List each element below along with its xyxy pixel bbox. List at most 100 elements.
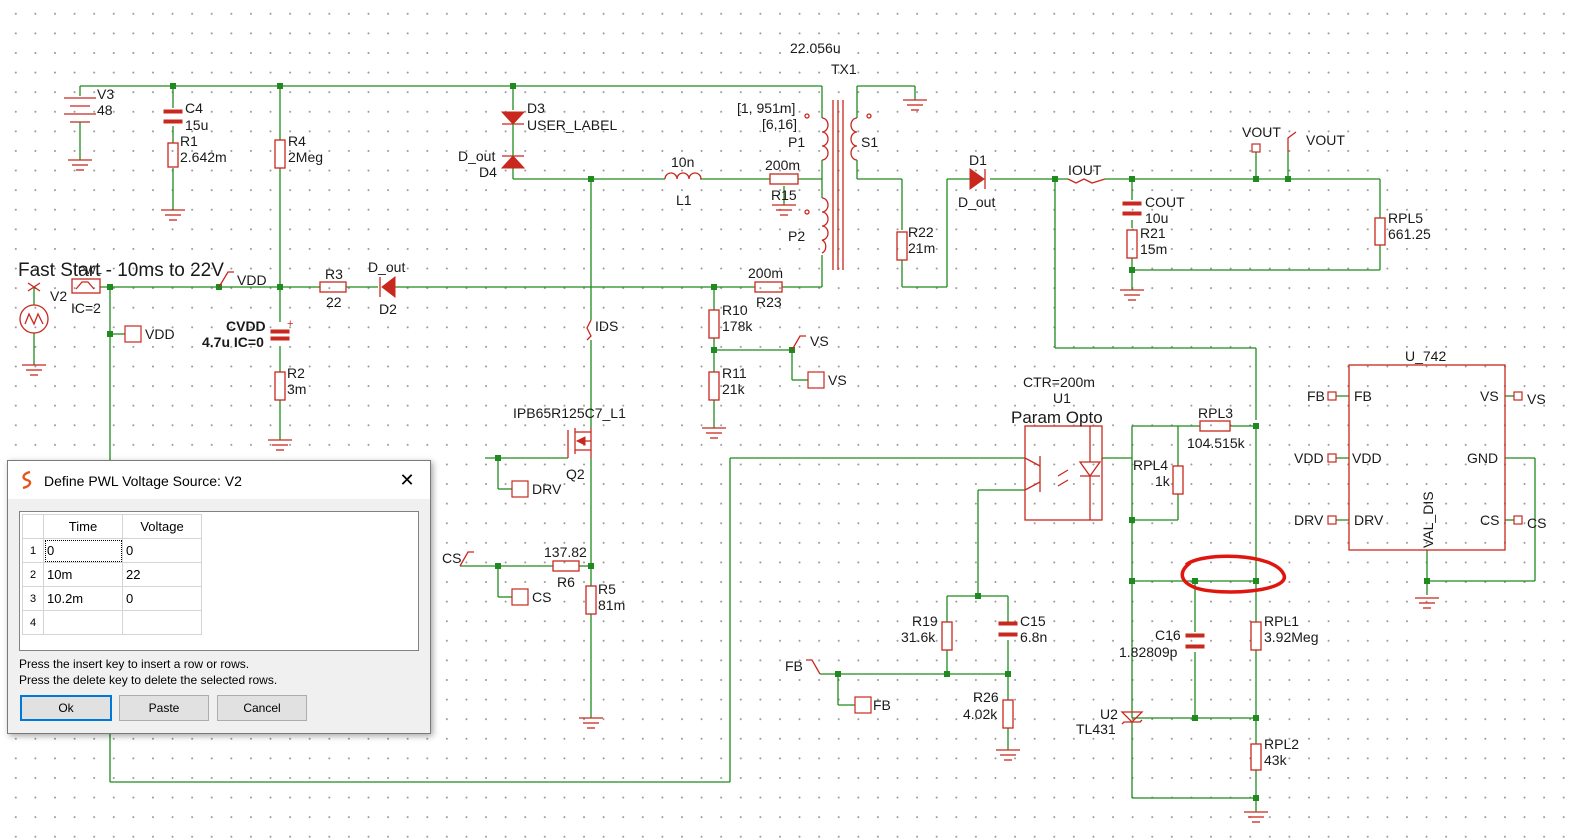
- label-u742-cs: CS: [1480, 512, 1499, 528]
- label-r19: R19: [912, 613, 938, 629]
- current-probe-ids[interactable]: [586, 319, 592, 341]
- label-r10: R10: [722, 302, 748, 318]
- pwl-table-container[interactable]: Time Voltage 1 0 0 2 10m 22 3 10.2m 0 4: [19, 511, 419, 651]
- resistor-r3[interactable]: [319, 281, 347, 293]
- svg-text:+: +: [287, 318, 293, 330]
- label-r11: R11: [722, 365, 747, 381]
- resistor-rpl2[interactable]: [1244, 743, 1268, 823]
- label-u742-cs-ext: CS: [1527, 515, 1546, 531]
- paste-button[interactable]: Paste: [119, 695, 209, 721]
- row-number[interactable]: 2: [22, 562, 44, 587]
- shunt-regulator-u2[interactable]: [1120, 711, 1144, 725]
- label-tx1: TX1: [831, 61, 857, 77]
- resistor-r4[interactable]: [274, 139, 286, 169]
- resistor-r11[interactable]: [702, 371, 726, 439]
- time-cell[interactable]: [43, 610, 123, 635]
- label-iout: IOUT: [1068, 162, 1102, 178]
- label-v2: V2: [50, 288, 67, 304]
- label-fb-port1: FB: [785, 658, 803, 674]
- current-probe-iout[interactable]: [1067, 178, 1106, 184]
- voltage-cell[interactable]: 0: [122, 538, 202, 563]
- label-c4-value: 15u: [185, 117, 208, 133]
- voltage-cell[interactable]: [122, 610, 202, 635]
- label-fb-port2: FB: [873, 697, 891, 713]
- inductor-l1[interactable]: [664, 172, 702, 180]
- resistor-rpl5[interactable]: [1374, 217, 1386, 246]
- transformer-tx1[interactable]: [804, 86, 927, 270]
- cancel-button[interactable]: Cancel: [217, 695, 307, 721]
- label-u742-drv-ext: DRV: [1294, 512, 1324, 528]
- diode-d2[interactable]: [379, 275, 396, 299]
- vout-markers[interactable]: [1251, 131, 1297, 153]
- resistor-r2[interactable]: [268, 371, 292, 451]
- dialog-titlebar[interactable]: Define PWL Voltage Source: V2 ✕: [8, 461, 430, 499]
- resistor-rpl4[interactable]: [1172, 465, 1184, 495]
- label-p1: P1: [788, 134, 805, 150]
- label-rpl3-value: 104.515k: [1187, 435, 1246, 451]
- battery-v3[interactable]: [64, 97, 96, 171]
- row-number[interactable]: 1: [22, 538, 44, 563]
- label-r15: R15: [771, 187, 797, 203]
- label-r6-value: 137.82: [544, 544, 587, 560]
- ok-button[interactable]: Ok: [20, 695, 112, 721]
- diode-d1[interactable]: [969, 168, 986, 190]
- time-cell[interactable]: 10m: [43, 562, 123, 587]
- label-rpl3: RPL3: [1198, 405, 1233, 421]
- label-r5-value: 81m: [598, 597, 625, 613]
- mosfet-q2[interactable]: [567, 428, 592, 458]
- resistor-r26[interactable]: [996, 699, 1020, 761]
- resistor-r15[interactable]: [769, 173, 799, 216]
- diode-d3[interactable]: [500, 111, 526, 125]
- vdd-markers[interactable]: [124, 271, 234, 343]
- resistor-r10[interactable]: [708, 309, 720, 339]
- label-r3: R3: [325, 266, 343, 282]
- resistor-r22[interactable]: [896, 231, 908, 261]
- drv-port[interactable]: [511, 480, 529, 498]
- capacitor-c4[interactable]: [161, 109, 185, 221]
- label-ids: IDS: [595, 318, 618, 334]
- fb-markers[interactable]: [806, 659, 872, 714]
- capacitor-c16[interactable]: [1185, 633, 1205, 649]
- close-icon[interactable]: ✕: [399, 470, 415, 490]
- vs-markers[interactable]: [791, 335, 825, 389]
- label-rpl5-value: 661.25: [1388, 226, 1431, 242]
- optocoupler-u1[interactable]: [1024, 425, 1103, 521]
- pwl-source-v2[interactable]: [19, 278, 101, 376]
- resistor-rpl1[interactable]: [1250, 621, 1262, 651]
- cs-markers[interactable]: [459, 551, 529, 606]
- time-cell[interactable]: 0: [43, 538, 123, 563]
- row-number[interactable]: 4: [22, 610, 44, 635]
- time-cell[interactable]: 10.2m: [43, 586, 123, 611]
- label-vs-port1: VS: [810, 333, 829, 349]
- wires: [33, 85, 1536, 812]
- label-r23: R23: [756, 294, 782, 310]
- label-l1-value: 10n: [671, 154, 694, 170]
- column-header-time[interactable]: Time: [43, 514, 123, 539]
- label-r21-value: 15m: [1140, 241, 1167, 257]
- label-u742-fb-ext: FB: [1307, 388, 1325, 404]
- label-u742-gnd: GND: [1467, 450, 1498, 466]
- label-r1: R1: [180, 133, 198, 149]
- column-header-voltage[interactable]: Voltage: [122, 514, 202, 539]
- resistor-r6[interactable]: [552, 560, 580, 572]
- label-d4: D4: [479, 164, 497, 180]
- label-cs-port1: CS: [442, 550, 461, 566]
- resistor-r5[interactable]: [579, 585, 603, 729]
- voltage-cell[interactable]: 0: [122, 586, 202, 611]
- resistor-rpl3[interactable]: [1199, 420, 1231, 432]
- label-p1-turns: [1, 951m]: [737, 100, 795, 116]
- resistor-r23[interactable]: [754, 281, 783, 293]
- diode-d4[interactable]: [500, 124, 526, 169]
- controller-u742[interactable]: [1327, 364, 1523, 609]
- label-rpl5: RPL5: [1388, 210, 1423, 226]
- row-number[interactable]: 3: [22, 586, 44, 611]
- voltage-cell[interactable]: 22: [122, 562, 202, 587]
- pwl-dialog: Define PWL Voltage Source: V2 ✕ Time Vol…: [7, 460, 431, 734]
- capacitor-c15[interactable]: [998, 621, 1018, 637]
- label-tx1-value: 22.056u: [790, 40, 841, 56]
- label-u742-vdd: VDD: [1352, 450, 1382, 466]
- resistor-r19[interactable]: [941, 621, 953, 651]
- capacitor-cvdd[interactable]: +: [270, 318, 293, 341]
- capacitor-cout[interactable]: [1120, 201, 1144, 301]
